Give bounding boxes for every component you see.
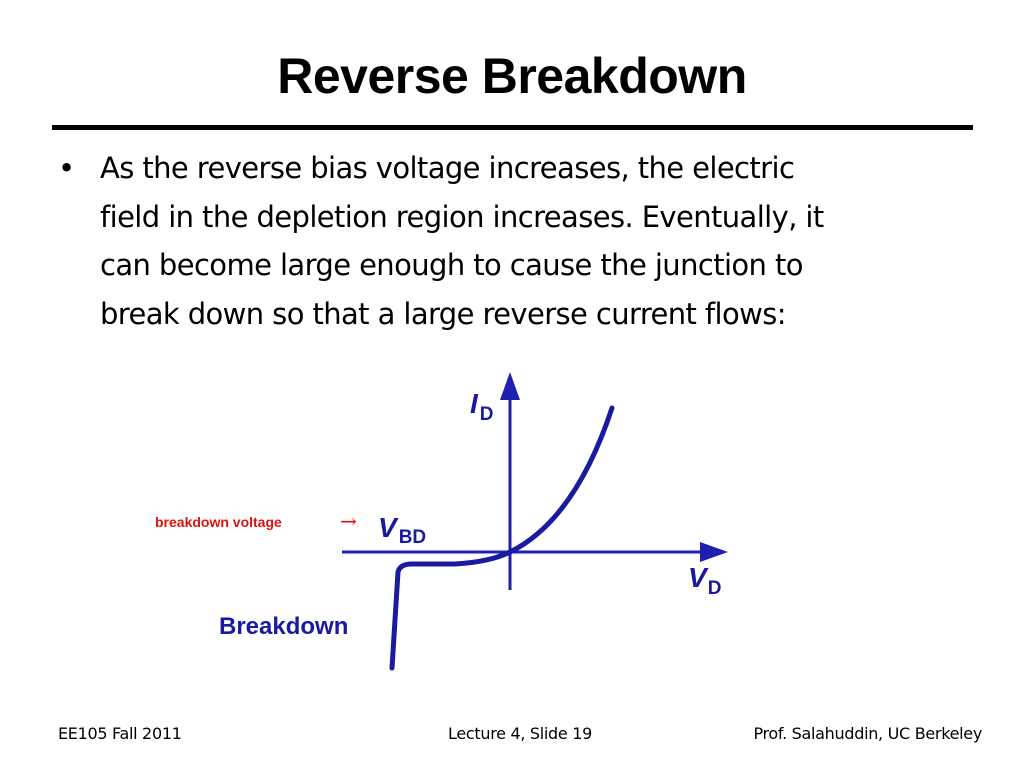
iv-curve (389, 405, 615, 671)
y-axis-subscript: D (480, 404, 494, 425)
bullet-line: field in the depletion region increases.… (100, 199, 824, 234)
breakdown-label: Breakdown (219, 613, 348, 640)
x-axis-arrowhead (700, 542, 728, 562)
footer-slide-number: Lecture 4, Slide 19 (448, 724, 592, 743)
title-divider (52, 125, 973, 130)
vbd-subscript: BD (399, 527, 426, 548)
footer-course: EE105 Fall 2011 (58, 724, 182, 743)
bullet-line: can become large enough to cause the jun… (100, 248, 803, 282)
footer-author: Prof. Salahuddin, UC Berkeley (753, 724, 982, 743)
bullet-text: As the reverse bias voltage increases, t… (100, 144, 960, 338)
bullet-line: break down so that a large reverse curre… (100, 296, 787, 331)
bullet-line: As the reverse bias voltage increases, t… (100, 151, 795, 185)
y-axis-arrowhead (500, 372, 520, 400)
bullet-symbol: • (58, 151, 75, 185)
annotation-arrow-icon: → (340, 509, 357, 533)
slide-title: Reverse Breakdown (277, 48, 747, 104)
breakdown-voltage-annotation: breakdown voltage (155, 514, 282, 530)
x-axis-label: VD (688, 562, 721, 599)
x-axis-subscript: D (708, 578, 722, 599)
